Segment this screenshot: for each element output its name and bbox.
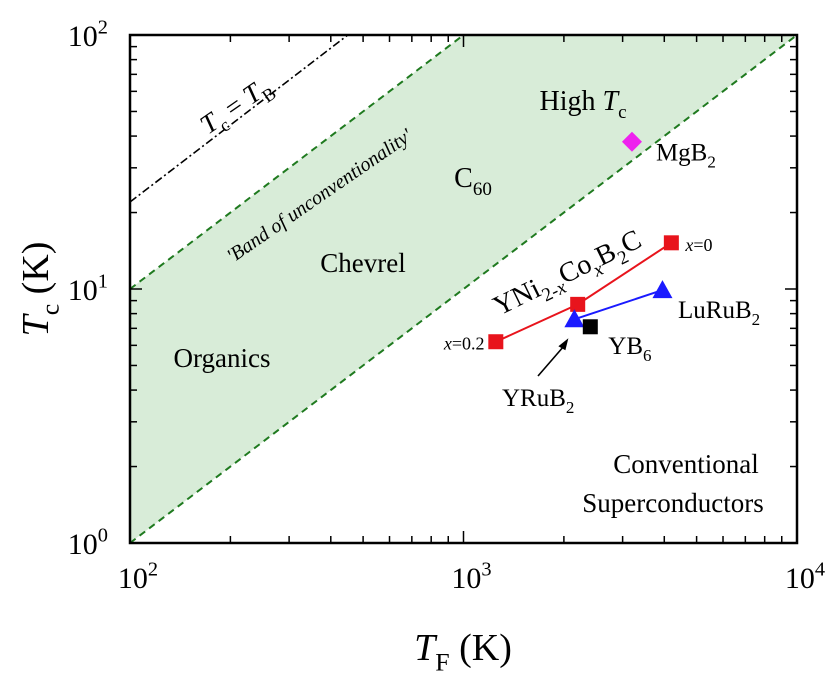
text-part: YRuB xyxy=(502,385,566,412)
text-part: T xyxy=(15,312,57,336)
text-part: YNi xyxy=(488,273,545,322)
band-upper-edge xyxy=(129,34,465,290)
region-label-c60: C60 xyxy=(454,163,492,200)
text-part: High xyxy=(539,86,602,117)
text-part: F xyxy=(435,648,449,677)
x-tick-label: 103 xyxy=(451,558,491,595)
text-part: x xyxy=(443,334,452,354)
region-label-conventional: Conventional xyxy=(613,449,758,479)
x-tick-label: 102 xyxy=(118,558,158,595)
label-lurub2: LuRuB2 xyxy=(678,297,760,329)
data-point-mgb2 xyxy=(621,131,642,152)
y-tick-label: 102 xyxy=(68,16,108,53)
region-label-organics: Organics xyxy=(174,343,271,373)
text-part: Superconductors xyxy=(582,488,763,518)
text-part: 2 xyxy=(707,153,716,172)
text-part: 10 xyxy=(68,528,98,561)
region-label-superconductors: Superconductors xyxy=(582,488,763,518)
text-part: Organics xyxy=(174,343,271,373)
text-part: =0 xyxy=(693,235,712,255)
text-part: (K) xyxy=(15,242,57,304)
label-yrub2: YRuB2 xyxy=(502,385,574,417)
y-tick-label: 101 xyxy=(68,270,108,307)
data-point-rub2 xyxy=(564,309,585,328)
text-part: T xyxy=(602,86,620,117)
data-point-yb6 xyxy=(582,319,598,335)
text-part: 2 xyxy=(566,398,575,417)
y-tick-label: 100 xyxy=(68,524,108,561)
text-part: 2 xyxy=(752,310,761,329)
text-part: 10 xyxy=(451,562,481,595)
region-label-chevrel: Chevrel xyxy=(320,248,405,278)
region-label-high-tc: High Tc xyxy=(539,86,626,123)
x-axis-label: TF (K) xyxy=(414,627,512,677)
text-part: Chevrel xyxy=(320,248,405,278)
data-point-yni xyxy=(663,235,679,251)
text-part: 10 xyxy=(785,562,815,595)
text-part: 10 xyxy=(68,274,98,307)
tc-equals-tb-label: Tc = TB xyxy=(194,70,279,144)
text-part: C xyxy=(454,163,473,194)
text-part: 10 xyxy=(68,20,98,53)
text-part: MgB xyxy=(656,140,707,167)
series-line-rub2 xyxy=(574,289,663,321)
text-part: LuRuB xyxy=(678,297,752,324)
text-part: =0.2 xyxy=(452,334,485,354)
point-label-x: x=0 xyxy=(684,235,712,255)
data-point-yni xyxy=(488,334,504,350)
text-part: 2 xyxy=(98,16,108,38)
label-yb6: YB6 xyxy=(608,333,651,365)
text-part: c xyxy=(618,102,626,123)
text-part: 6 xyxy=(643,346,652,365)
yrub2-arrow-line xyxy=(537,342,567,377)
text-part: 3 xyxy=(481,558,491,580)
text-part: 0 xyxy=(98,524,108,546)
band-lower-edge xyxy=(129,34,798,544)
text-part: x xyxy=(684,235,693,255)
x-tick-label: 104 xyxy=(785,558,825,595)
text-part: 10 xyxy=(118,562,148,595)
text-part: 60 xyxy=(473,179,492,200)
data-point-yni xyxy=(570,296,586,312)
tc-equals-tb-line xyxy=(129,34,349,203)
label-mgb2: MgB2 xyxy=(656,140,716,172)
text-part: T xyxy=(414,627,438,669)
data-point-rub2 xyxy=(652,280,673,299)
text-part: 4 xyxy=(815,558,825,580)
text-part: Conventional xyxy=(613,449,758,479)
text-part: c xyxy=(36,304,65,315)
text-part: 2 xyxy=(148,558,158,580)
text-part: (K) xyxy=(450,627,512,669)
y-axis-label: Tc (K) xyxy=(15,242,65,337)
point-label-x: x=0.2 xyxy=(443,334,485,354)
yrub2-arrow-head xyxy=(558,338,569,351)
text-part: 1 xyxy=(98,270,108,292)
text-part: YB xyxy=(608,333,643,360)
